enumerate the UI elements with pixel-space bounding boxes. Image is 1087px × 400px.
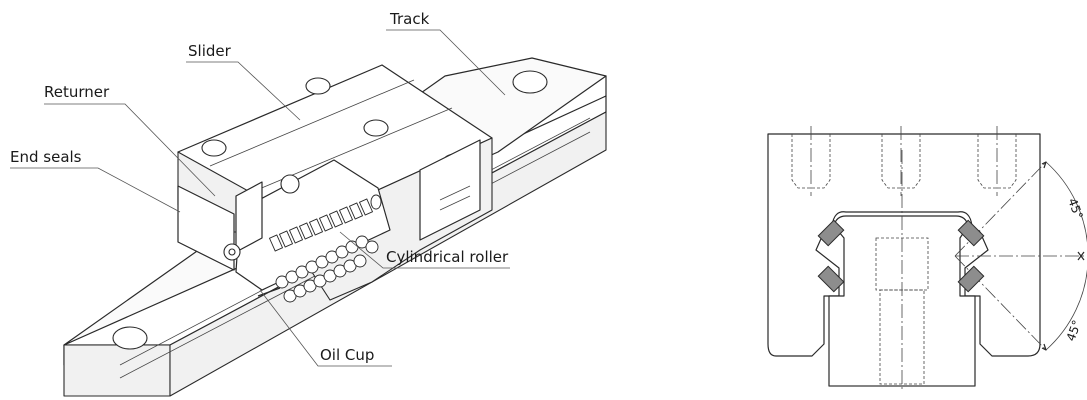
roller-seat-lower-left — [817, 265, 845, 293]
slider-block — [177, 64, 493, 303]
label-returner: Returner — [44, 83, 110, 101]
section-block-outline — [767, 133, 1041, 357]
label-cylindrical-roller: Cylindrical roller — [386, 248, 509, 266]
angle-label-lower: 45° — [1064, 318, 1084, 343]
cylindrical-rollers — [268, 194, 382, 303]
leader-lines — [10, 29, 510, 367]
isometric-view: Track Slider Returner End seals Cylindri… — [10, 10, 607, 397]
slider-bolt-hole-1 — [201, 139, 227, 157]
slider-bolt-hole-2 — [305, 77, 331, 95]
label-slider: Slider — [188, 42, 232, 60]
angle-label-upper: 45° — [1065, 196, 1085, 221]
rail-bolt-hole-front — [112, 326, 148, 350]
slider-bolt-hole-3 — [363, 119, 389, 137]
roller-seat-lower-right — [957, 265, 985, 293]
oil-cup-nozzle — [257, 287, 281, 297]
label-oil-cup: Oil Cup — [320, 346, 374, 364]
contact-angle-arc — [1045, 161, 1087, 351]
returner-part — [235, 181, 263, 253]
roller-seat-upper-left — [817, 219, 845, 247]
rail-bolt-hole-rear — [512, 70, 548, 94]
label-end-seals: End seals — [10, 148, 82, 166]
label-track: Track — [389, 10, 430, 28]
roller-seat-upper-right — [957, 219, 985, 247]
section-view: 45° 45° — [767, 126, 1087, 392]
